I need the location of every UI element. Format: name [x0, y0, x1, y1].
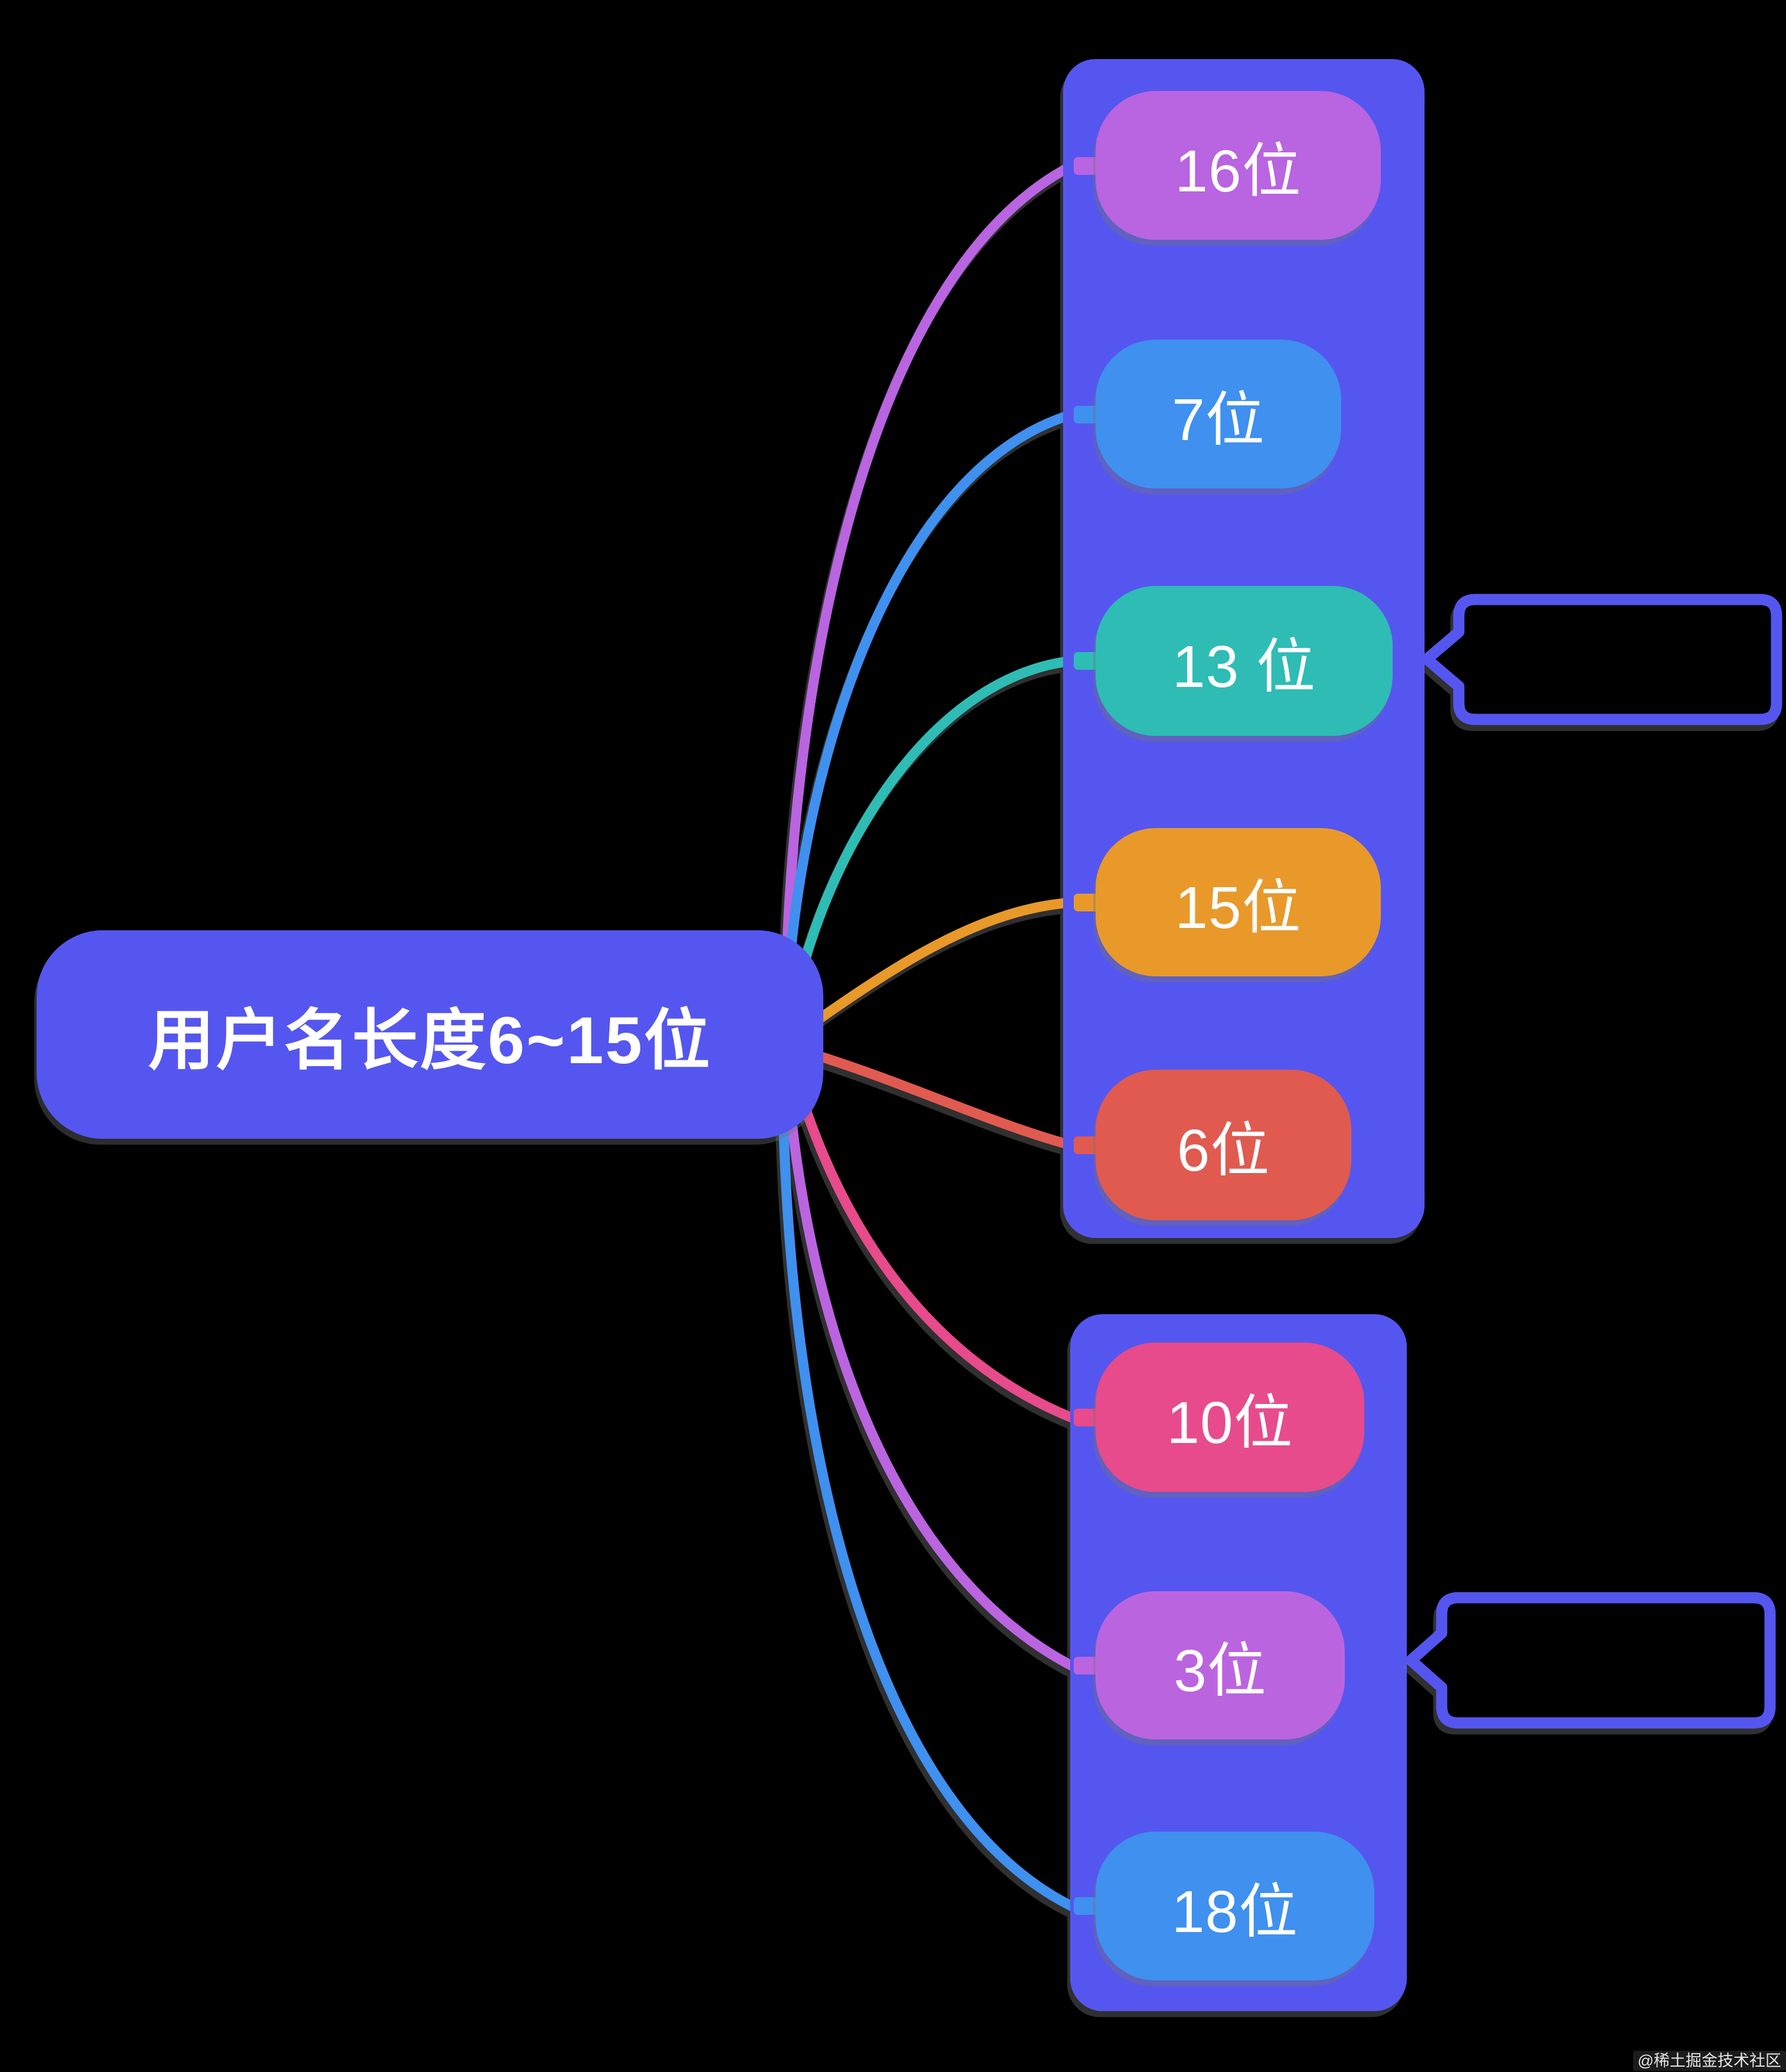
- connector-6: [789, 1043, 1077, 1151]
- connector-3: [780, 1049, 1077, 1671]
- connector-10: [783, 1046, 1077, 1423]
- watermark: @稀土掘金技术社区: [1632, 2051, 1786, 2071]
- stub-13: [1074, 652, 1101, 670]
- connector-15: [789, 897, 1077, 1042]
- stub-18: [1074, 1897, 1101, 1915]
- node-7-label: 7位: [1172, 386, 1265, 453]
- node-16[interactable]: 16位: [1096, 91, 1381, 240]
- node-15[interactable]: 15位: [1096, 828, 1381, 976]
- node-18-label: 18位: [1171, 1878, 1299, 1945]
- stub-15: [1074, 894, 1101, 911]
- node-6-label: 6位: [1176, 1118, 1270, 1184]
- connector-16: [780, 161, 1077, 1036]
- connector-18: [777, 1049, 1077, 1911]
- node-3-label: 3位: [1174, 1638, 1267, 1704]
- connector-7: [780, 409, 1077, 1039]
- stub-16: [1074, 157, 1101, 175]
- node-6[interactable]: 6位: [1096, 1070, 1351, 1220]
- node-13[interactable]: 13 位: [1096, 586, 1393, 736]
- node-3[interactable]: 3位: [1096, 1591, 1345, 1739]
- callout-3[interactable]: [1405, 1592, 1776, 1729]
- node-7[interactable]: 7位: [1096, 340, 1341, 488]
- node-10-label: 10位: [1166, 1390, 1293, 1456]
- node-13-label: 13 位: [1172, 633, 1316, 700]
- node-10[interactable]: 10位: [1096, 1343, 1364, 1492]
- root-label: 用户名长度6~15位: [148, 1003, 712, 1077]
- stub-7: [1074, 406, 1101, 423]
- connector-13: [783, 656, 1077, 1042]
- node-15-label: 15位: [1175, 875, 1302, 941]
- node-18[interactable]: 18位: [1096, 1832, 1374, 1980]
- stub-10: [1074, 1409, 1101, 1426]
- node-16-label: 16位: [1175, 138, 1302, 204]
- root-node[interactable]: 用户名长度6~15位: [37, 930, 823, 1139]
- stub-6: [1074, 1136, 1101, 1154]
- stub-3: [1074, 1657, 1101, 1674]
- callout-13[interactable]: [1421, 594, 1782, 725]
